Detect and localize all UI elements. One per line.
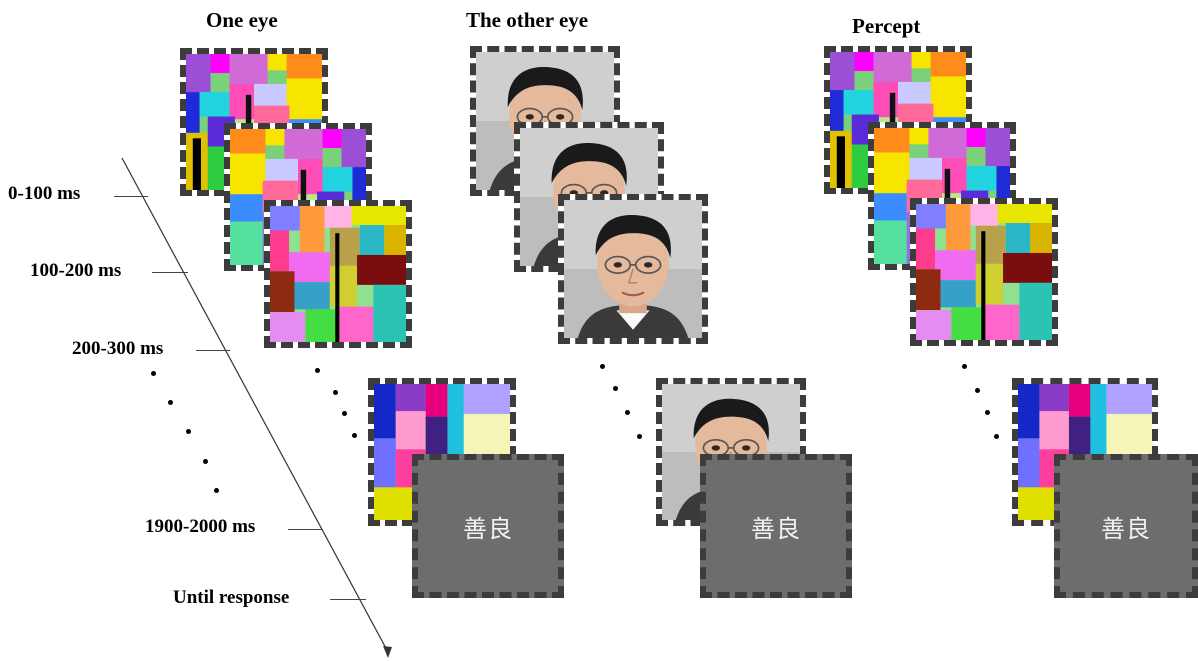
ellipsis-dot xyxy=(637,434,642,439)
ellipsis-dot xyxy=(985,410,990,415)
ellipsis-dot xyxy=(975,388,980,393)
ellipsis-dot xyxy=(203,459,208,464)
mondrian-frame-3 xyxy=(264,200,412,348)
mondrian-mask-icon xyxy=(916,204,1052,340)
column-title-other-eye: The other eye xyxy=(466,8,589,32)
time-label-until-response: Until response xyxy=(173,587,290,608)
time-tick xyxy=(152,272,188,273)
ellipsis-dot xyxy=(151,371,156,376)
word-text: 善良 xyxy=(1101,514,1151,543)
time-label-0-100: 0-100 ms xyxy=(8,183,81,204)
time-tick xyxy=(196,350,230,351)
face-frame-3 xyxy=(558,194,708,344)
word-screen-other-eye: 善良 xyxy=(700,454,852,598)
column-title-percept: Percept xyxy=(852,14,921,38)
word-text: 善良 xyxy=(463,514,513,543)
ellipsis-dot xyxy=(962,364,967,369)
ellipsis-dot xyxy=(342,411,347,416)
column-title-one-eye: One eye xyxy=(206,8,278,32)
ellipsis-dot xyxy=(352,433,357,438)
ellipsis-dot xyxy=(186,429,191,434)
ellipsis-dot xyxy=(600,364,605,369)
time-label-1900-2000: 1900-2000 ms xyxy=(145,516,256,537)
word-screen-one-eye: 善良 xyxy=(412,454,564,598)
ellipsis-dot xyxy=(625,410,630,415)
time-label-100-200: 100-200 ms xyxy=(30,260,122,281)
word-text: 善良 xyxy=(751,514,801,543)
ellipsis-dot xyxy=(315,368,320,373)
time-tick xyxy=(288,529,322,530)
time-tick xyxy=(114,196,148,197)
time-tick xyxy=(330,599,366,600)
ellipsis-dot xyxy=(994,434,999,439)
percept-mondrian-frame-3 xyxy=(910,198,1058,346)
word-screen-percept: 善良 xyxy=(1054,454,1198,598)
ellipsis-dot xyxy=(333,390,338,395)
ellipsis-dot xyxy=(613,386,618,391)
mondrian-mask-icon xyxy=(270,206,406,342)
ellipsis-dot xyxy=(214,488,219,493)
ellipsis-dot xyxy=(168,400,173,405)
face-photo-icon xyxy=(564,200,702,338)
time-label-200-300: 200-300 ms xyxy=(72,338,164,359)
